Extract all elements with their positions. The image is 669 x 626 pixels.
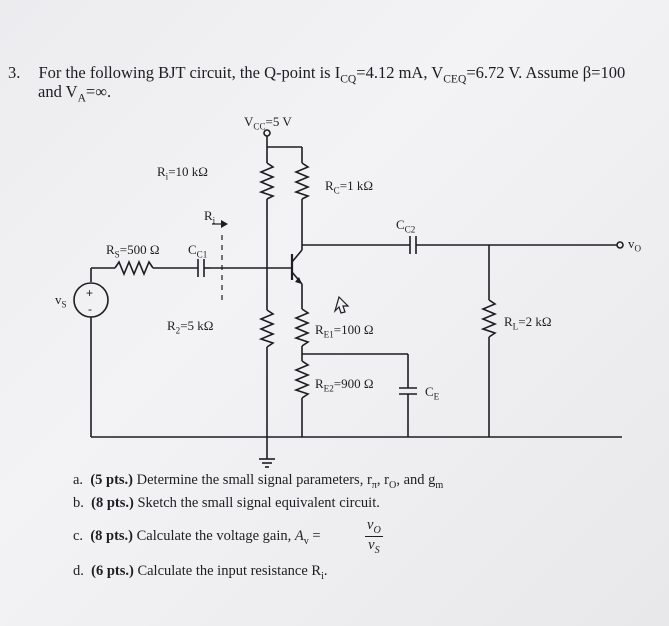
pointer-icon <box>333 295 350 314</box>
r2-resistor <box>258 309 276 348</box>
r1-resistor <box>258 162 276 200</box>
bjt-emitter-arrow <box>295 277 302 284</box>
re2-resistor <box>293 360 311 399</box>
rc-label: RC=1 kΩ <box>325 178 373 196</box>
part-d: d. (6 pts.) Calculate the input resistan… <box>73 563 328 582</box>
problem-statement: 3. For the following BJT circuit, the Q-… <box>8 63 625 85</box>
vo-terminal <box>616 241 624 249</box>
problem-line1: For the following BJT circuit, the Q-poi… <box>38 63 626 86</box>
gain-fraction: vO vS <box>365 517 383 556</box>
ri-arrow <box>221 220 228 228</box>
part-a: a. (5 pts.) Determine the small signal p… <box>73 472 444 491</box>
rs-resistor <box>114 259 154 277</box>
r2-label: R2=5 kΩ <box>167 318 214 336</box>
cc2-label: CC2 <box>396 217 416 235</box>
problem-number: 3. <box>8 63 21 82</box>
ce-label: CE <box>425 384 440 402</box>
part-c: c. (8 pts.) Calculate the voltage gain, … <box>73 528 321 547</box>
problem-line2: and VA=∞. <box>38 82 112 105</box>
re1-label: RE1=100 Ω <box>315 322 374 340</box>
rc-resistor <box>293 162 311 200</box>
r1-label: Ri=10 kΩ <box>157 164 208 182</box>
cc1-label: CC1 <box>188 242 208 260</box>
rs-label: RS=500 Ω <box>106 242 160 260</box>
svg-text:-: - <box>88 302 92 316</box>
vcc-label: VCC=5 V <box>244 114 292 132</box>
vs-label: vS <box>55 292 67 310</box>
rl-resistor <box>480 299 498 338</box>
part-b: b. (8 pts.) Sketch the small signal equi… <box>73 495 380 511</box>
svg-text:+: + <box>86 286 93 300</box>
ri-arrow-label: Ri <box>204 208 216 226</box>
vo-label: vO <box>628 236 642 254</box>
re1-resistor <box>293 308 311 347</box>
rl-label: RL=2 kΩ <box>504 314 552 332</box>
re2-label: RE2=900 Ω <box>315 376 374 394</box>
